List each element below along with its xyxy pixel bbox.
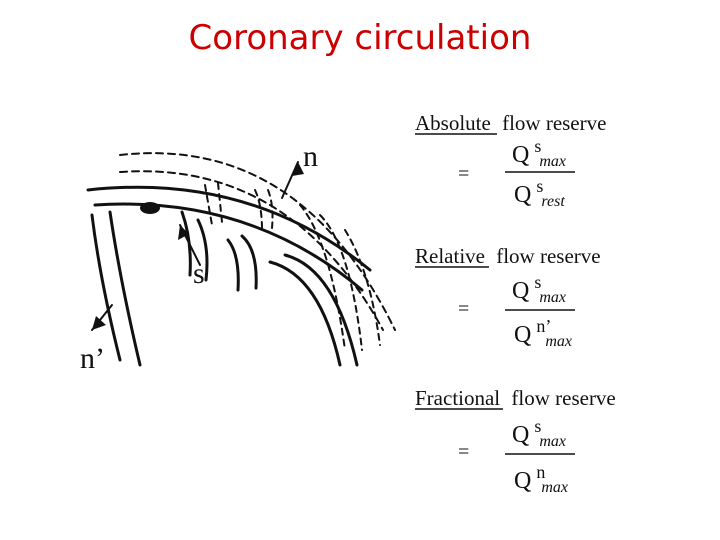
numerator-sup: s [534,272,541,292]
dashed-vessel-arc [119,170,384,331]
svg-text:Q n max: Q n max [514,458,568,496]
svg-text:Q s max: Q s max [512,132,566,170]
dashed-branch [319,214,363,351]
denominator-sub: max [541,479,568,496]
denominator-sub: rest [541,193,565,210]
denominator-base: Q [514,182,531,208]
heading-underlined: Fractional [415,386,500,410]
denominator-sup: s [536,176,543,196]
numerator-base: Q [512,142,529,168]
label-n: n [303,140,318,173]
heading-rest: flow reserve [511,386,615,410]
arrowhead-n [292,162,304,176]
main-vessel-outer [86,185,372,272]
svg-text:Fractional flow reserve: Fractional flow reserve [415,386,616,410]
heading-underlined: Absolute [415,111,491,135]
svg-text:Q s rest: Q s rest [514,172,565,210]
dashed-branch [299,204,346,351]
numerator-sub: max [539,433,566,450]
arrow-n [281,161,299,199]
denominator-base: Q [514,468,531,494]
denominator-base: Q [514,322,531,348]
formula-relative: Relative flow reserve = Q s max Q n’ max [415,244,601,350]
numerator-base: Q [512,422,529,448]
label-s: s [193,257,205,290]
denominator-sub: max [545,333,572,350]
svg-text:Q s max: Q s max [512,412,566,450]
equals-sign: = [458,298,469,320]
heading-rest: flow reserve [502,111,606,135]
solid-branch [283,253,359,367]
heading-rest: flow reserve [496,244,600,268]
dashed-vessel-arc [119,152,396,331]
svg-text:Absolute flow reserve: Absolute flow reserve [415,111,606,135]
main-vessel-inner [93,202,364,292]
dashed-branch [204,184,213,226]
formula-absolute: Absolute flow reserve = Q s max Q s rest [415,111,606,210]
stenosis-mark [140,202,160,214]
denominator-sup: n [536,462,545,482]
svg-text:Q n’ max: Q n’ max [514,312,572,350]
label-n-prime: n’ [80,342,105,375]
svg-text:Relative flow reserve: Relative flow reserve [415,244,601,268]
numerator-sub: max [539,289,566,306]
equals-sign: = [458,163,469,185]
left-vessel [90,213,122,362]
formula-fractional: Fractional flow reserve = Q s max Q n ma… [415,386,616,496]
equals-sign: = [458,441,469,463]
arrowhead-n-prime [92,316,106,330]
left-vessel [108,210,142,367]
numerator-sup: s [534,136,541,156]
numerator-sup: s [534,416,541,436]
dashed-branch [267,189,274,229]
numerator-base: Q [512,278,529,304]
solid-branch [268,260,342,367]
heading-underlined: Relative [415,244,485,268]
dashed-branch [254,189,263,231]
denominator-sup: n’ [536,316,551,336]
dashed-branch [344,229,381,346]
svg-text:Q s max: Q s max [512,268,566,306]
numerator-sub: max [539,153,566,170]
solid-branch [196,218,209,282]
arrowhead-s [178,225,189,240]
solid-branch [240,234,258,290]
solid-branch [226,238,240,292]
page-title: Coronary circulation [188,18,532,58]
